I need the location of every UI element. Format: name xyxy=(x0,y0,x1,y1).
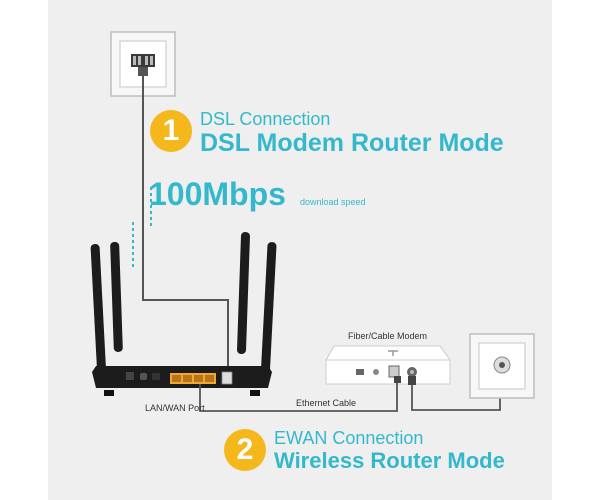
dsl-connection-label: DSL Connection xyxy=(200,109,331,129)
ethernet-cable-label: Ethernet Cable xyxy=(296,398,357,408)
step-two-badge: 2 xyxy=(224,429,266,471)
antenna-icon xyxy=(90,244,107,380)
dsl-port xyxy=(221,371,233,385)
ewan-mode-title: Wireless Router Mode xyxy=(274,448,505,473)
tplink-logo-icon xyxy=(388,350,398,356)
dsl-cable xyxy=(142,76,229,370)
antenna-icon xyxy=(237,232,250,355)
coax-wall-socket xyxy=(469,333,535,399)
step-one-badge: 1 xyxy=(150,110,192,152)
dsl-mode-title: DSL Modem Router Mode xyxy=(200,129,504,157)
speed-value: 100Mbps xyxy=(149,176,286,212)
speed-indicator xyxy=(132,187,152,267)
antenna-icon xyxy=(110,241,123,352)
ewan-connection-label: EWAN Connection xyxy=(274,428,424,448)
ethernet-cable xyxy=(199,377,398,412)
lan-ports xyxy=(170,373,216,384)
antenna-icon xyxy=(260,242,277,382)
modem xyxy=(325,345,451,385)
dsl-plug xyxy=(131,54,155,76)
lan-wan-port-label: LAN/WAN Port xyxy=(145,403,205,413)
modem-label: Fiber/Cable Modem xyxy=(348,331,428,341)
speed-caption: download speed xyxy=(300,197,366,207)
